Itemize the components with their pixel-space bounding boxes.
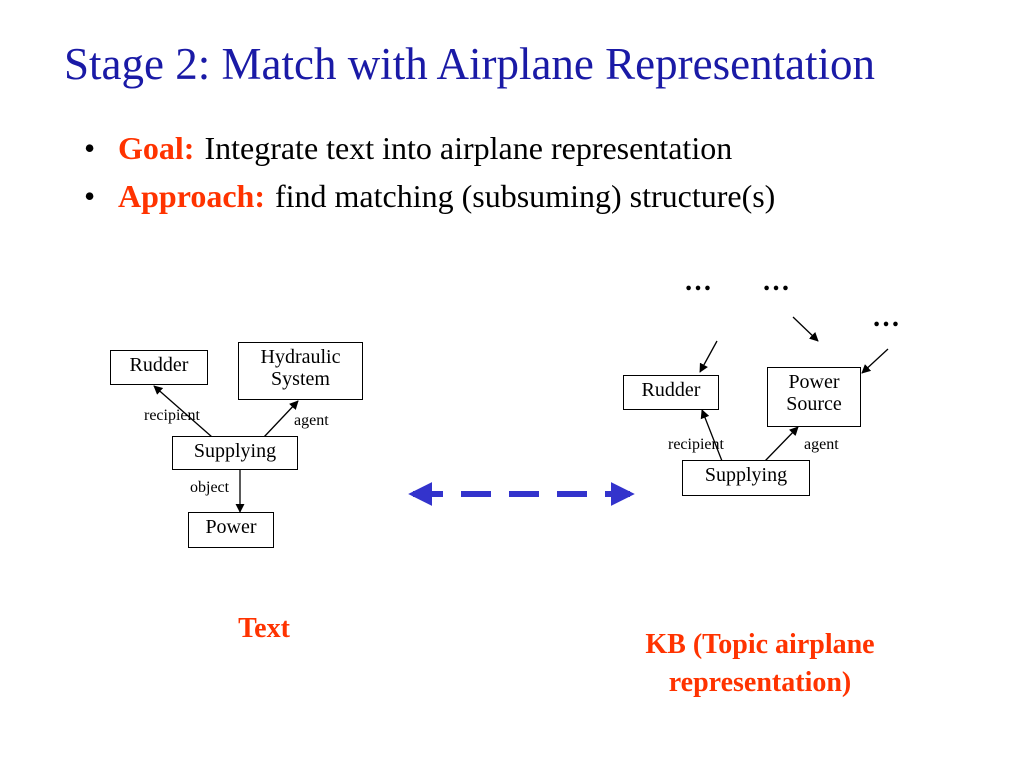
ellipsis-2: … [762,266,791,297]
node-power-source: Power Source [767,367,861,427]
edge-recipient-line [153,385,213,438]
slide-title: Stage 2: Match with Airplane Representat… [64,39,876,89]
edge-label-agent: agent [294,412,329,429]
edge-label-object: object [190,479,230,496]
node-hydraulic-system: Hydraulic System [238,342,363,400]
incoming-edge-line [861,348,889,374]
bullet-lead-approach: Approach: [118,178,265,214]
bullet-text-approach: find matching (subsuming) structure(s) [274,178,776,214]
node-rudder-label: Rudder [641,379,701,401]
node-power: Power [188,512,274,548]
edge-label-recipient: recipient [144,407,200,424]
bullet-dot: • [84,178,96,214]
bullet-goal: • Goal:Integrate text into airplane repr… [84,130,775,178]
edge-agent-line [764,426,799,462]
edge-label-recipient: recipient [668,436,724,453]
node-power-label: Power [205,516,257,538]
node-rudder: Rudder [623,375,719,410]
ellipsis-1: … [684,266,713,297]
node-power-source-label-line2: Source [786,393,842,415]
ellipsis-3: … [872,302,901,333]
edge-agent-line [263,400,299,438]
bullet-text-goal: Integrate text into airplane representat… [204,130,733,166]
caption-text: Text [238,613,290,644]
incoming-edge-line [792,316,819,342]
bullet-lead-goal: Goal: [118,130,195,166]
node-supplying-label: Supplying [193,440,277,462]
node-supplying-label: Supplying [704,464,788,486]
edge-recipient-line [700,409,723,462]
bullet-list: • Goal:Integrate text into airplane repr… [84,130,775,226]
caption-kb: KB (Topic airplane representation) [590,626,930,702]
bullet-dot: • [84,130,96,166]
caption-kb-line1: KB (Topic airplane [645,629,875,660]
node-power-source-label-line1: Power [788,371,840,393]
caption-kb-line2: representation) [668,667,852,698]
node-supplying: Supplying [172,436,298,470]
node-hydraulic-label-line1: Hydraulic [260,346,341,368]
bullet-approach: • Approach:find matching (subsuming) str… [84,178,775,226]
edge-label-agent: agent [804,436,839,453]
node-rudder-label: Rudder [129,354,189,376]
node-hydraulic-label-line2: System [271,368,330,390]
node-rudder: Rudder [110,350,208,385]
node-supplying: Supplying [682,460,810,496]
incoming-edge-line [699,340,718,373]
